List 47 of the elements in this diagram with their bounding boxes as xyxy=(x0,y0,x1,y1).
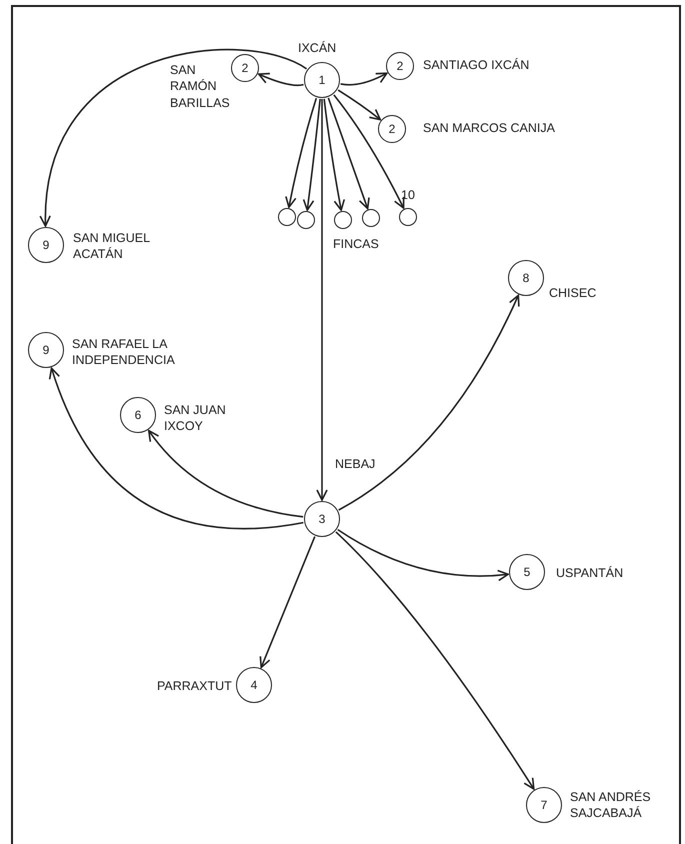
arrow xyxy=(328,98,370,210)
place-label: SANTIAGO IXCÁN xyxy=(423,57,530,74)
arrow xyxy=(260,536,316,668)
numbered-circle: 8 xyxy=(508,260,544,296)
arrow xyxy=(338,89,382,120)
place-label: IXCÁN xyxy=(298,40,338,56)
arrow xyxy=(333,94,404,209)
arrow xyxy=(316,99,328,501)
place-label: NEBAJ xyxy=(335,456,376,472)
place-label: SAN RAFAEL LA INDEPENDENCIA xyxy=(72,336,176,368)
small-circle xyxy=(399,208,417,226)
small-circle xyxy=(334,211,352,229)
arrow xyxy=(337,528,509,581)
arrow xyxy=(285,98,318,208)
place-label: SAN MIGUEL ACATÁN xyxy=(73,230,151,262)
numbered-circle: 5 xyxy=(509,554,545,590)
place-label: 10 xyxy=(401,187,416,204)
place-label: PARRAXTUT xyxy=(157,678,233,694)
numbered-circle: 1 xyxy=(304,62,340,98)
arrow xyxy=(49,367,304,530)
place-label: USPANTÁN xyxy=(556,565,624,582)
arrow xyxy=(335,531,535,790)
numbered-circle: 4 xyxy=(236,667,272,703)
arrow xyxy=(338,294,520,511)
numbered-circle: 9 xyxy=(28,332,64,368)
numbered-circle: 2 xyxy=(378,115,406,143)
numbered-circle: 2 xyxy=(231,54,259,82)
small-circle xyxy=(362,209,380,227)
numbered-circle: 3 xyxy=(304,501,340,537)
arrow xyxy=(148,430,304,518)
numbered-circle: 7 xyxy=(526,787,562,823)
arrow xyxy=(302,98,321,211)
numbered-circle: 9 xyxy=(28,227,64,263)
place-label: SAN ANDRÉS SAJCABAJÁ xyxy=(570,789,652,822)
small-circle xyxy=(297,211,315,229)
place-label: CHISEC xyxy=(549,285,598,302)
place-label: SAN RAMÓN BARILLAS xyxy=(170,62,231,111)
arrow xyxy=(340,72,388,86)
group-label: FINCAS xyxy=(333,236,380,252)
arrow xyxy=(258,72,304,86)
numbered-circle: 6 xyxy=(120,397,156,433)
arrow xyxy=(40,49,307,227)
place-label: SAN MARCOS CANIJA xyxy=(423,120,556,136)
numbered-circle: 2 xyxy=(386,52,414,80)
small-circle xyxy=(278,208,296,226)
place-label: SAN JUAN IXCOY xyxy=(164,402,227,434)
arrow xyxy=(323,98,346,211)
